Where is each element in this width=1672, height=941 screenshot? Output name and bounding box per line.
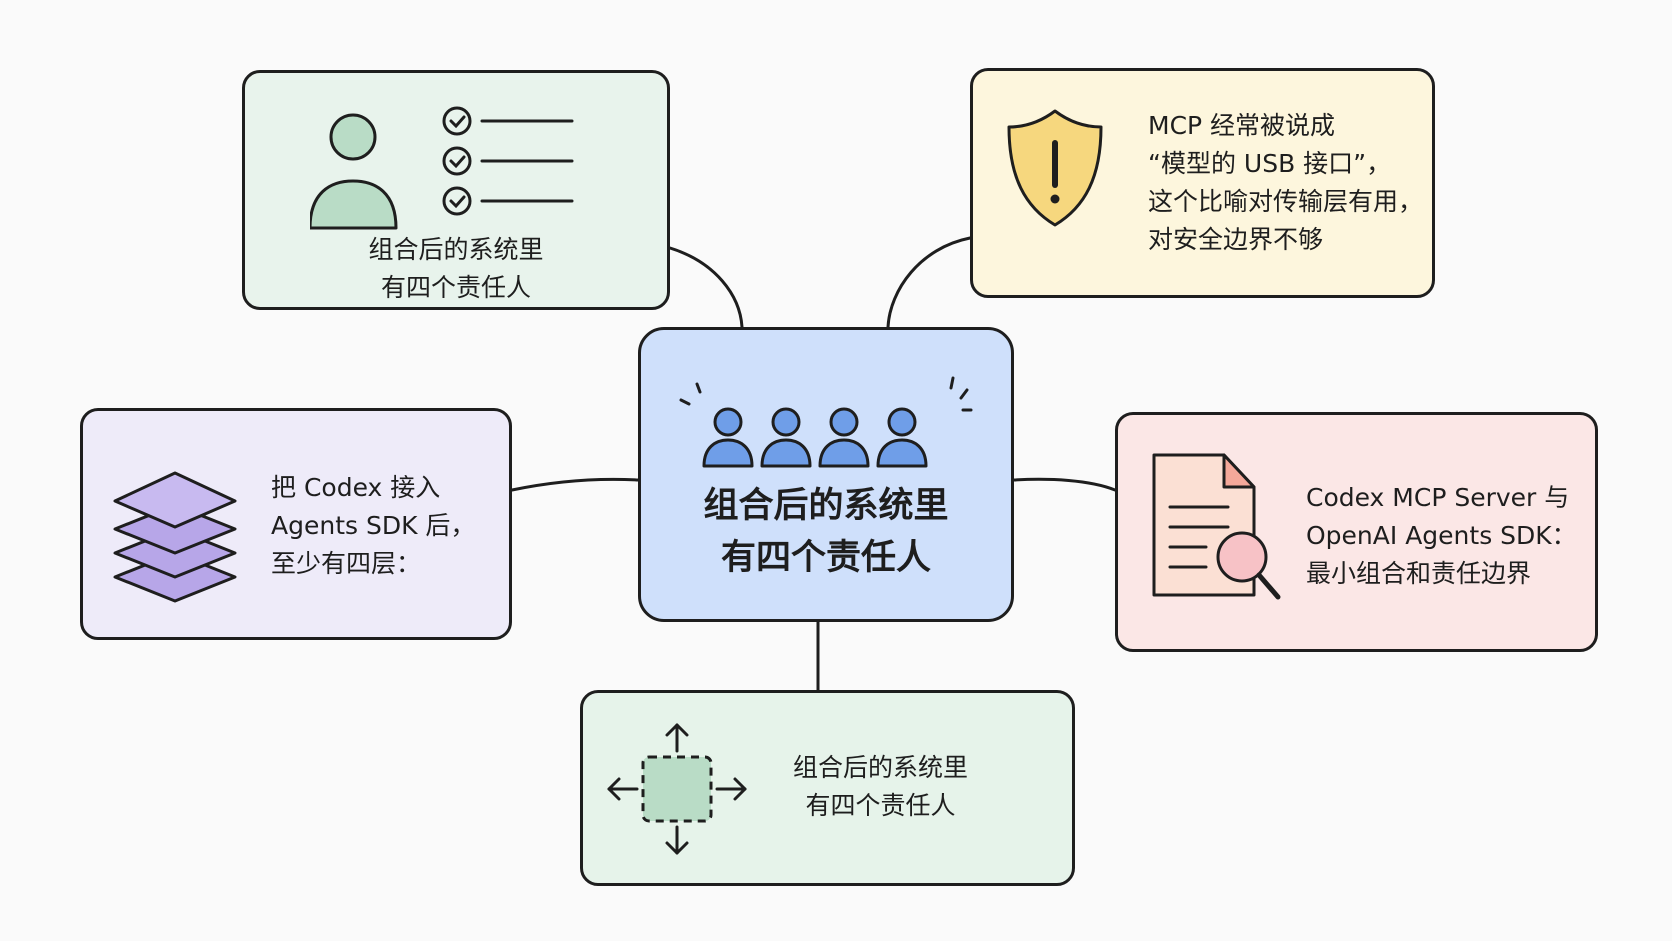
text-line: “模型的 USB 接口”， [1148,149,1392,178]
card-left: 把 Codex 接入 Agents SDK 后， 至少有四层： [80,408,521,649]
text-line: Agents SDK 后， [271,511,476,540]
card-right: Codex MCP Server 与 OpenAI Agents SDK： 最小… [1115,412,1607,661]
four-people-icon [679,376,973,468]
text-line: 这个比喻对传输层有用， [1148,187,1424,216]
text-line: 对安全边界不够 [1148,225,1324,254]
card-top-left: 组合后的系统里 有四个责任人 [242,70,679,319]
text-line: 有四个责任人 [720,538,931,578]
text-line: 组合后的系统里 [703,486,949,526]
card-bottom: 组合后的系统里 有四个责任人 [580,690,1084,895]
warning-shield-icon [1007,109,1103,227]
card-text: Codex MCP Server 与 OpenAI Agents SDK： 最小… [1306,479,1577,593]
text-line: 有四个责任人 [805,791,956,820]
connector-top-left [668,246,744,329]
card-top-right: MCP 经常被说成 “模型的 USB 接口”， 这个比喻对传输层有用， 对安全边… [970,68,1444,307]
text-line: 组合后的系统里 [368,235,544,264]
person-checklist-icon [310,106,574,230]
card-text: 把 Codex 接入 Agents SDK 后， 至少有四层： [271,469,475,583]
connector-left [510,477,640,492]
text-line: 最小组合和责任边界 [1306,559,1532,588]
text-line: Codex MCP Server 与 [1306,483,1570,512]
card-text: 组合后的系统里 有四个责任人 [793,749,968,825]
connector-right [1012,477,1117,492]
card-text: 组合后的系统里 有四个责任人 [641,480,1011,584]
card-text: 组合后的系统里 有四个责任人 [245,231,667,307]
text-line: 组合后的系统里 [793,753,969,782]
card-center: 组合后的系统里 有四个责任人 [638,327,1023,631]
text-line: OpenAI Agents SDK： [1306,521,1577,550]
boundary-arrows-icon [607,723,747,855]
text-line: 至少有四层： [271,549,422,578]
layers-icon [113,471,237,603]
text-line: 有四个责任人 [380,273,531,302]
text-line: 把 Codex 接入 [271,473,441,502]
card-text: MCP 经常被说成 “模型的 USB 接口”， 这个比喻对传输层有用， 对安全边… [1148,107,1423,259]
text-line: MCP 经常被说成 [1148,111,1336,140]
connector-top-right [886,236,972,329]
document-search-icon [1152,453,1281,600]
